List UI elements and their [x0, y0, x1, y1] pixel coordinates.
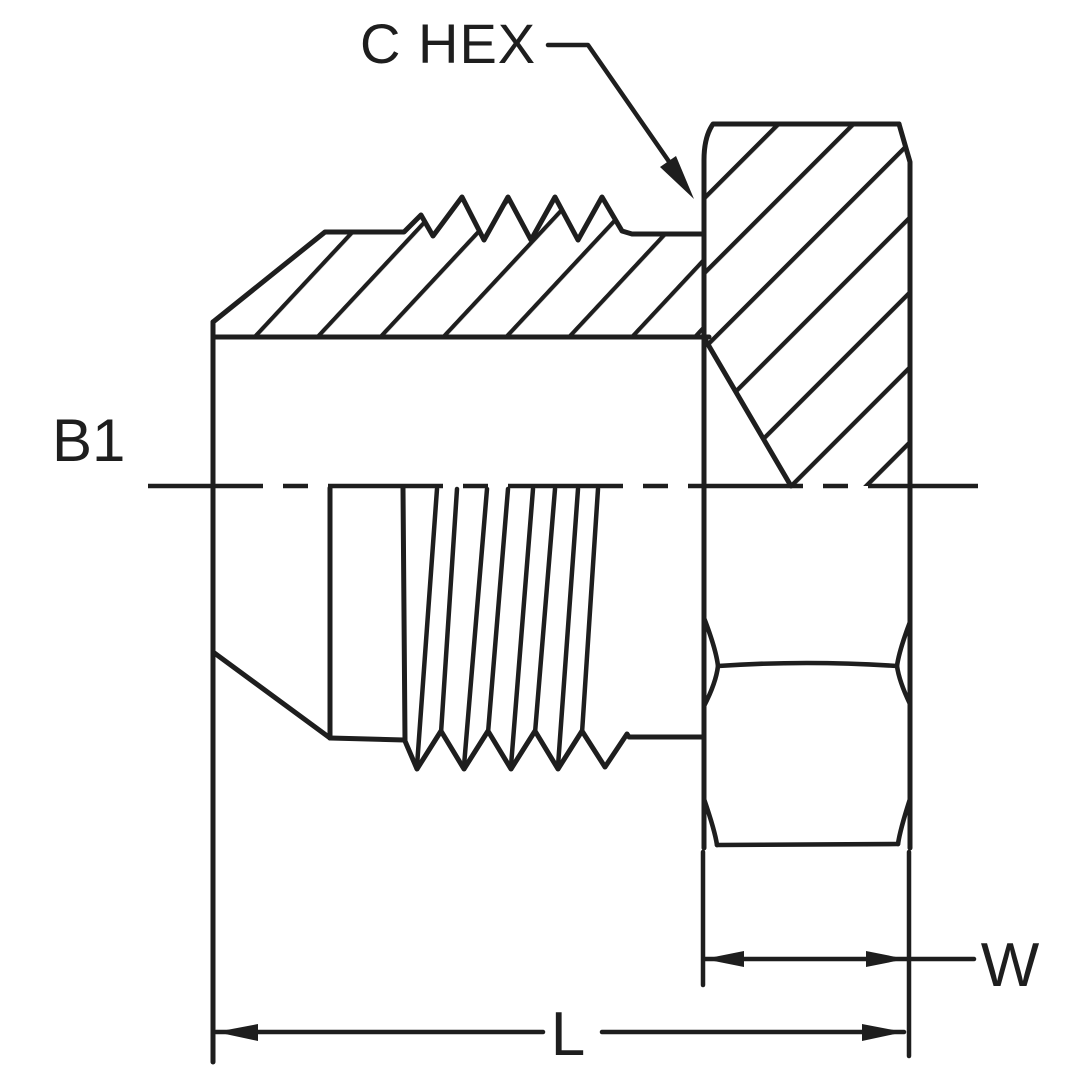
- w-arrow-left-icon: [704, 951, 744, 967]
- l-arrow-left-icon: [216, 1024, 258, 1041]
- labels: C HEX B1 W L: [52, 12, 1040, 1069]
- thread-helix-lines: [414, 486, 601, 769]
- thread-crest-profile: [210, 194, 706, 325]
- part-outlines: [148, 42, 978, 1065]
- hex-callout-leader: [545, 42, 673, 166]
- leader-arrowhead-icon: [660, 156, 694, 199]
- length-dimension-label: L: [551, 1000, 585, 1069]
- width-dimension-label: W: [981, 931, 1040, 1000]
- arrowheads: [216, 156, 906, 1041]
- hex-section-hatch-fill: [706, 124, 910, 486]
- thread-start-edge: [400, 485, 408, 743]
- thread-diameter-label: B1: [52, 407, 125, 474]
- hex-callout-label: C HEX: [360, 12, 536, 75]
- hex-right-edge: [896, 121, 913, 851]
- nose-cone-edge: [210, 649, 333, 741]
- hex-flat-edges: [701, 615, 913, 848]
- l-arrow-right-icon: [862, 1024, 904, 1041]
- thread-relief-bottom-edge: [327, 735, 407, 743]
- hex-top-and-left-edge: [701, 121, 902, 851]
- w-arrow-right-icon: [866, 951, 906, 967]
- thread-section-hatch-fill: [213, 197, 704, 337]
- thread-crest-zigzag-bottom: [402, 728, 707, 772]
- hex-internal-chamfer-edge: [703, 338, 794, 489]
